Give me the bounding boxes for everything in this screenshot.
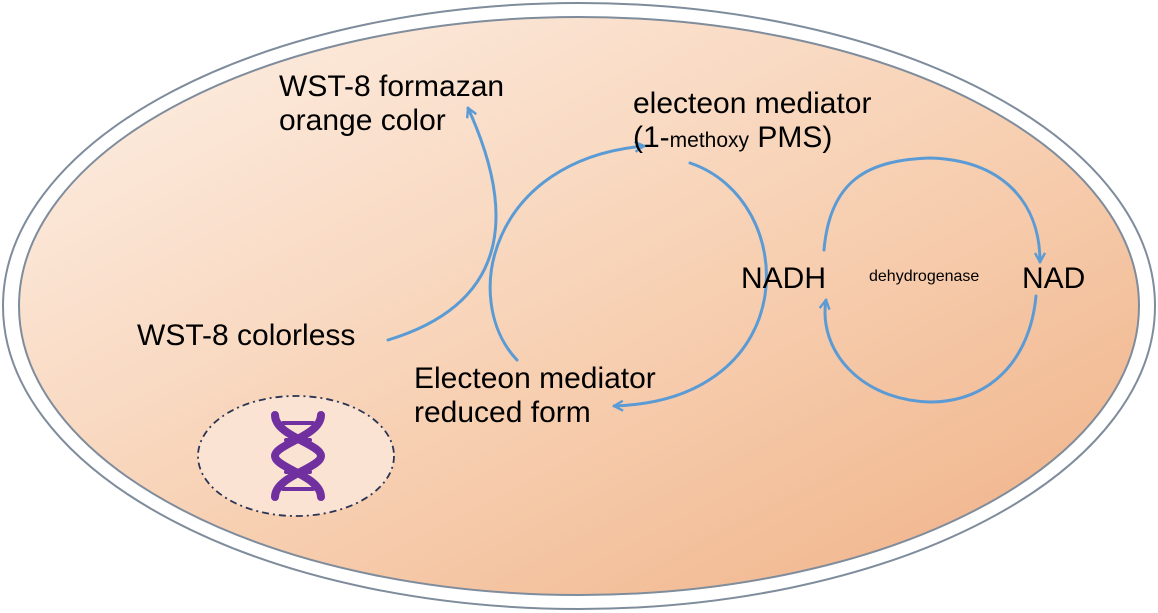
arrow-nadh-to-nad xyxy=(822,156,1040,264)
nadh-label: NADH xyxy=(741,262,827,295)
wst8-colorless-label: WST-8 colorless xyxy=(137,319,356,352)
formazan-label-line1: WST-8 formazan xyxy=(279,70,505,103)
arrow-nad-to-nadh xyxy=(825,294,1038,404)
formazan-label-line2: orange color xyxy=(279,103,446,137)
nucleus xyxy=(197,395,395,517)
arrow-reduced-to-oxidized-mediator xyxy=(488,146,646,362)
mediator-reduced-line1: Electeon mediator xyxy=(414,362,656,395)
mediator-reduced-line2: reduced form xyxy=(414,395,591,429)
mediator-oxidized-methoxy: methoxy xyxy=(669,128,750,152)
mediator-oxidized-line1: electeon mediator xyxy=(633,87,872,120)
dna-icon xyxy=(270,411,326,501)
mediator-oxidized-suffix: PMS) xyxy=(749,120,833,154)
mediator-oxidized-label: electeon mediator (1-methoxy PMS) xyxy=(633,87,871,154)
dehydrogenase-label: dehydrogenase xyxy=(869,268,980,285)
formazan-label: WST-8 formazan orange color xyxy=(279,70,504,137)
nad-label: NAD xyxy=(1022,262,1086,295)
mediator-oxidized-prefix: (1- xyxy=(633,120,670,154)
cell-body xyxy=(18,16,1140,596)
arrow-wst8-to-formazan xyxy=(386,106,498,342)
mediator-oxidized-line2: (1-methoxy PMS) xyxy=(633,121,871,155)
mediator-reduced-label: Electeon mediator reduced form xyxy=(414,362,656,429)
arrow-oxidized-to-reduced-mediator xyxy=(612,161,768,406)
